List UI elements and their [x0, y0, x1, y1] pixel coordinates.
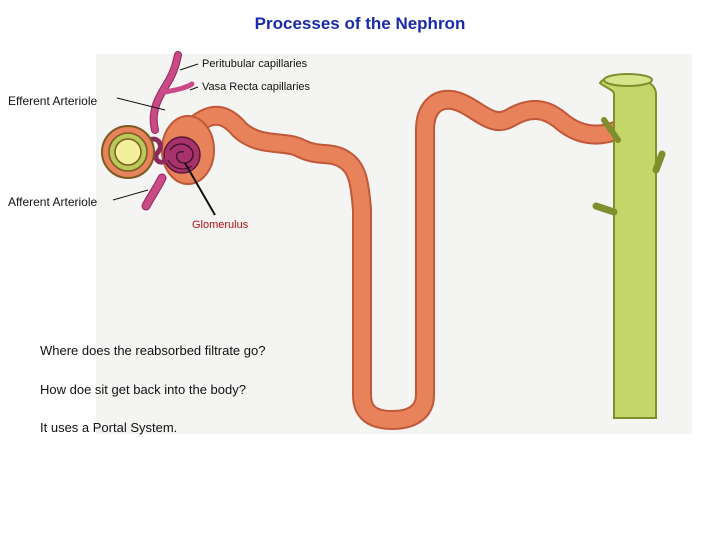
label-glomerulus: Glomerulus — [192, 219, 249, 231]
capillaries — [141, 51, 195, 211]
renal-tubule — [180, 89, 628, 430]
question-back-into-body: How doe sit get back into the body? — [40, 382, 246, 397]
glomerulus-tuft — [148, 136, 201, 174]
drawing-paper — [96, 54, 692, 434]
question-reabsorbed-filtrate: Where does the reabsorbed filtrate go? — [40, 343, 266, 358]
label-afferent-arteriole: Afferent Arteriole — [8, 195, 98, 209]
artery-cross-section — [101, 125, 155, 179]
label-efferent-arteriole: Efferent Arteriole — [8, 94, 98, 108]
label-peritubular-capillaries: Peritubular capillaries — [202, 58, 308, 70]
leader-lines — [112, 63, 216, 216]
diagram-title: Processes of the Nephron — [254, 14, 466, 33]
label-vasa-recta-capillaries: Vasa Recta capillaries — [202, 81, 311, 93]
collecting-duct — [592, 73, 666, 419]
answer-portal-system: It uses a Portal System. — [40, 420, 178, 435]
